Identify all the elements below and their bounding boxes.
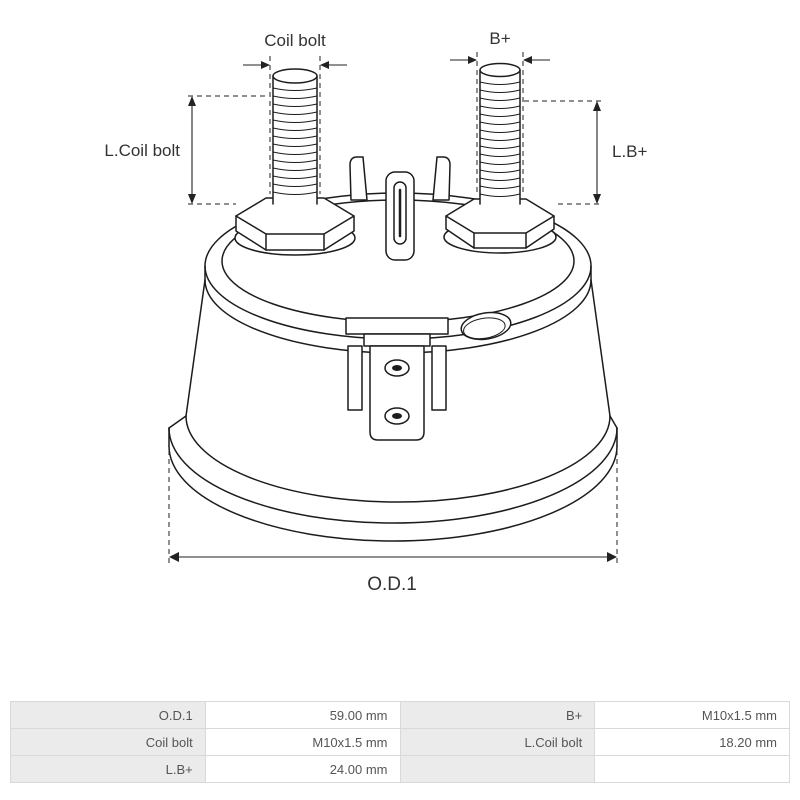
vent-hole xyxy=(460,311,512,341)
dim-coil-bolt-width xyxy=(243,56,347,194)
spec-label-b-plus: B+ xyxy=(399,701,596,729)
b-plus-stud xyxy=(479,62,521,205)
front-connector xyxy=(345,317,449,441)
spec-value-b-plus: M10x1.5 mm xyxy=(594,701,790,729)
spec-table: O.D.1 59.00 mm B+ M10x1.5 mm Coil bolt M… xyxy=(10,701,790,783)
spec-label-l-coil-bolt: L.Coil bolt xyxy=(399,728,596,756)
b-plus-label: B+ xyxy=(489,29,510,48)
spec-value-empty xyxy=(594,755,790,783)
coil-bolt-stud xyxy=(272,68,318,205)
spec-row: O.D.1 59.00 mm B+ M10x1.5 mm xyxy=(10,701,790,729)
spec-value-l-coil-bolt: 18.20 mm xyxy=(594,728,790,756)
left-hex-nut xyxy=(235,197,355,251)
spec-row: Coil bolt M10x1.5 mm L.Coil bolt 18.20 m… xyxy=(10,728,790,756)
spec-label-empty xyxy=(399,755,596,783)
product-technical-drawing: Coil bolt B+ L.Coil bolt L.B+ O.D.1 xyxy=(104,29,648,595)
l-coil-bolt-label: L.Coil bolt xyxy=(104,141,180,160)
coil-bolt-label: Coil bolt xyxy=(264,31,326,50)
spec-label-coil-bolt: Coil bolt xyxy=(10,728,206,756)
spec-label-l-b-plus: L.B+ xyxy=(10,755,206,783)
terminal-tabs xyxy=(349,156,451,201)
spec-label-od1: O.D.1 xyxy=(10,701,206,729)
bottom-flange xyxy=(168,415,618,542)
dim-b-plus-width xyxy=(450,52,550,194)
dim-l-b-plus xyxy=(524,100,601,205)
spec-row: L.B+ 24.00 mm xyxy=(10,755,790,783)
right-hex-nut xyxy=(445,198,555,249)
dim-l-coil-bolt xyxy=(188,95,268,205)
center-blade xyxy=(385,171,415,261)
spec-value-coil-bolt: M10x1.5 mm xyxy=(204,728,401,756)
body-drum xyxy=(185,279,611,503)
l-b-plus-label: L.B+ xyxy=(612,142,648,161)
part-outline xyxy=(168,62,618,542)
dim-od1 xyxy=(168,450,618,564)
spec-value-l-b-plus: 24.00 mm xyxy=(204,755,401,783)
od1-label: O.D.1 xyxy=(367,574,417,595)
dimension-lines xyxy=(168,52,618,564)
spec-value-od1: 59.00 mm xyxy=(204,701,401,729)
